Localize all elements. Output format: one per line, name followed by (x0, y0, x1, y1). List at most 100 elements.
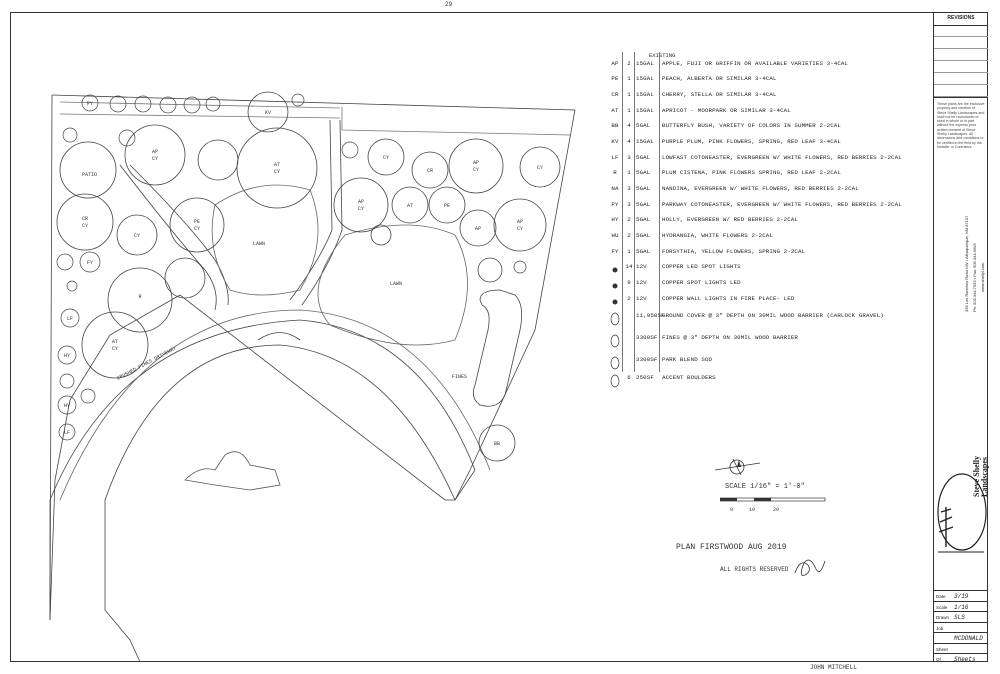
legend-qty: 3 (627, 201, 631, 208)
tree-label: CR (82, 216, 88, 222)
tree-circle (478, 424, 516, 462)
legend-symbol (608, 374, 622, 390)
legend-size: 5GAL (636, 232, 651, 239)
tree-label: LF (64, 430, 70, 436)
sheet-mark: 29 (445, 1, 453, 8)
legend-symbol: HY (611, 216, 619, 223)
legend-description: NANDINA, EVERGREEN W/ WHITE FLOWERS, RED… (662, 185, 859, 192)
legend-qty: 4 (627, 138, 631, 145)
tree-label: CY (194, 226, 200, 232)
legend-description: HYDRANGIA, WHITE FLOWERS 2-2CAL (662, 232, 773, 239)
tree-label: CY (134, 233, 140, 239)
legend-description: FORSYTHIA, YELLOW FLOWERS, SPRING 2-2CAL (662, 248, 806, 255)
tree-label: HY (64, 353, 70, 359)
legend-size: 3300SF (636, 334, 658, 341)
legend-description: ACCENT BOULDERS (662, 374, 716, 381)
legend-size: 250SF (636, 374, 654, 381)
legend-size: 15GAL (636, 60, 654, 67)
tree-circle (107, 267, 173, 333)
legend-description: PLUM CISTENA, PINK FLOWERS SPRING, RED L… (662, 169, 841, 176)
title-block-row: MCDONALD (934, 632, 988, 643)
legend-symbol: CR (611, 91, 619, 98)
legend-qty: 1 (627, 169, 631, 176)
company-web: www.shellyl.com (980, 262, 985, 292)
scale-tick: 0 (730, 507, 734, 513)
legend-qty: 14 (625, 263, 633, 270)
tree-circle (236, 127, 318, 209)
north-arrow-icon (715, 458, 761, 476)
spot-icon (612, 283, 618, 289)
legend-size: 5GAL (636, 185, 651, 192)
legend-description: PEACH, ALBERTA OR SIMILAR 3-4CAL (662, 75, 777, 82)
tree-label: CY (383, 155, 389, 161)
tree-label: CY (517, 226, 523, 232)
legend-symbol (608, 312, 622, 328)
title-block-value: SLS (954, 614, 965, 621)
legend-size: 5GAL (636, 169, 651, 176)
footer-name: JOHN MITCHELL (810, 664, 857, 671)
signature-icon (794, 559, 826, 576)
legend-size: 15GAL (636, 91, 654, 98)
legend-qty: 3 (627, 154, 631, 161)
tree-label: AP (152, 149, 158, 155)
title-block: REVISIONS These plans are the exclusive … (933, 12, 989, 663)
title-block-row: Sheet (934, 642, 988, 654)
legend-symbol: NA (611, 185, 619, 192)
tree-label: AP (517, 219, 523, 225)
tree-label: CY (358, 206, 364, 212)
scale-label: SCALE 1/16" = 1'-0" (725, 483, 805, 491)
legend-description: APPLE, FUJI OR GRIFFIN OR AVAILABLE VARI… (662, 60, 849, 67)
legend-description: BUTTERFLY BUSH, VARIETY OF COLORS IN SUM… (662, 122, 841, 129)
title-block-label: Date (936, 594, 946, 599)
tree-label: HY (64, 403, 70, 409)
tree-circle (59, 141, 117, 199)
tree-circle (493, 198, 547, 252)
legend-symbol (608, 263, 622, 279)
tree-label: R (138, 294, 141, 300)
patio-label: PATIO (82, 172, 97, 178)
tree-circle (124, 124, 186, 186)
tree-circle (370, 224, 392, 246)
tree-circle (247, 91, 289, 133)
tree-circle (477, 257, 503, 283)
legend-description: COPPER WALL LIGHTS IN FIRE PLACE- LED (662, 295, 795, 302)
tree-label: AT (274, 162, 280, 168)
scale-bar (720, 497, 826, 502)
title-block-label: Of (936, 657, 941, 662)
drawing-sheet-border (10, 12, 988, 662)
rights-text: ALL RIGHTS RESERVED (720, 566, 789, 573)
title-block-label: Scale (936, 604, 948, 610)
scale-tick: 20 (773, 507, 780, 513)
legend-size: 12V (636, 295, 647, 302)
title-block-value: Sheets (954, 656, 976, 663)
tree-label: AP (473, 160, 479, 166)
legend-size: 15GAL (636, 138, 654, 145)
legend-size: 12V (636, 263, 647, 270)
fines-label: FINES (452, 374, 467, 380)
revisions-lines (934, 25, 988, 98)
legend-symbol (608, 279, 622, 295)
legend-description: PARKWAY COTONEASTER, EVERGREEN W/ WHITE … (662, 201, 902, 208)
tree-label: CY (274, 169, 280, 175)
legend-symbol: AT (611, 107, 619, 114)
legend-qty: 1 (627, 248, 631, 255)
title-block-label: Sheet (936, 646, 948, 652)
legend-symbol: PE (611, 75, 619, 82)
fines-bed (472, 289, 523, 407)
tree-label: KV (265, 110, 271, 116)
legend-symbol: BB (611, 122, 619, 129)
